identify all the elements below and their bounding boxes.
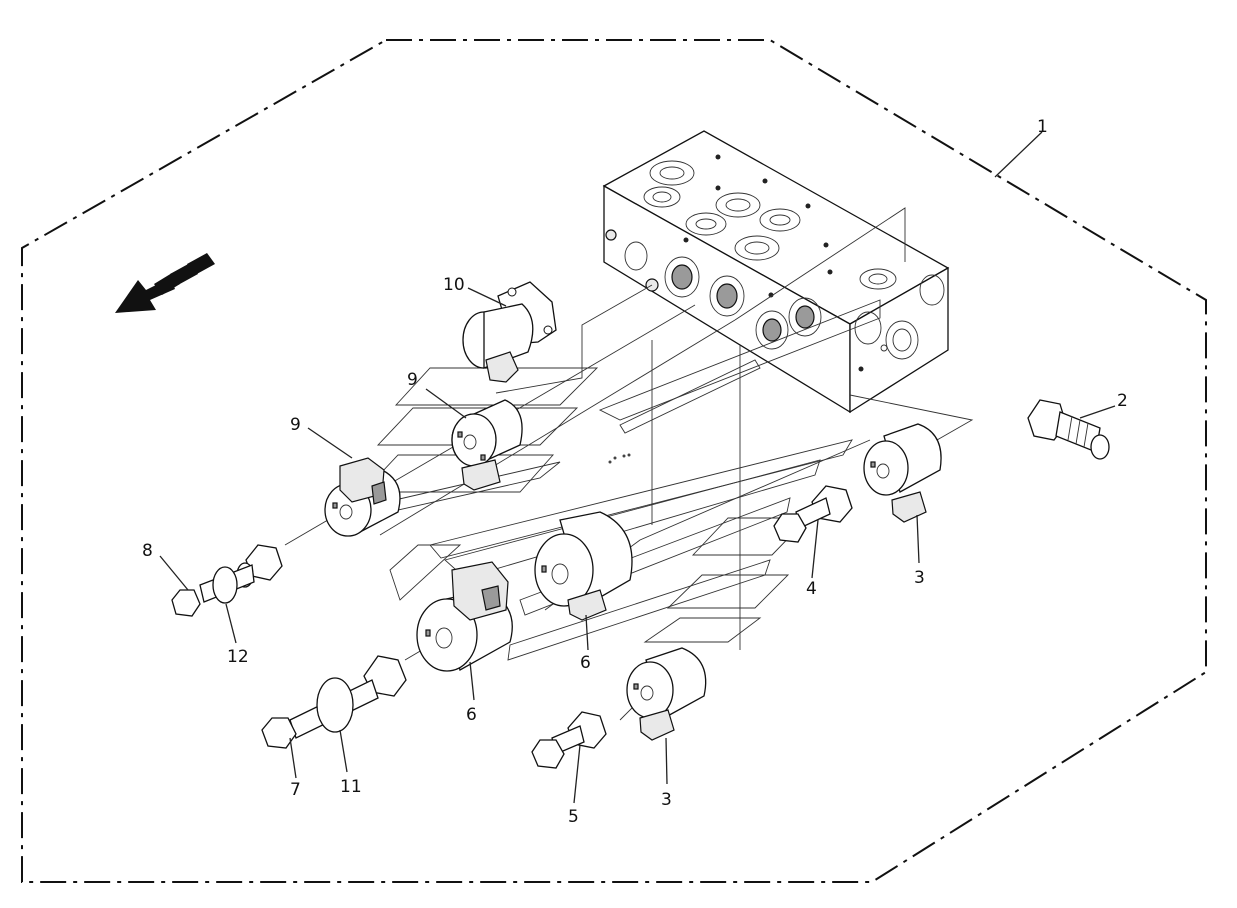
callout-3-right: 3	[914, 568, 925, 588]
callout-5: 5	[568, 807, 579, 827]
solenoid-3-bottom	[626, 647, 707, 741]
solenoid-flanged	[462, 281, 557, 383]
solenoid-6-front	[416, 561, 513, 672]
callout-4: 4	[806, 579, 817, 599]
callout-9-front: 9	[290, 415, 301, 435]
callout-8: 8	[142, 541, 153, 561]
solenoid-coil-front	[324, 457, 401, 537]
callout-3-bottom: 3	[661, 790, 672, 810]
valve-block	[602, 130, 950, 414]
callout-10: 10	[443, 275, 465, 295]
solenoid-3-right	[863, 423, 942, 523]
callout-6-front: 6	[466, 705, 477, 725]
callout-6-rear: 6	[580, 653, 591, 673]
solenoid-coil-rear	[451, 399, 523, 491]
callout-12: 12	[227, 647, 249, 667]
assembly-boundary	[21, 39, 1207, 883]
callout-7: 7	[290, 780, 301, 800]
callout-9-rear: 9	[407, 370, 418, 390]
bolt-7-with-washer-11	[261, 655, 407, 749]
direction-arrow-icon	[115, 253, 215, 313]
fitting-4	[773, 485, 853, 543]
bolt-8-with-washer-12	[171, 544, 283, 617]
callout-1: 1	[1037, 117, 1048, 137]
callout-2: 2	[1117, 391, 1128, 411]
fitting-2	[1027, 399, 1110, 460]
callout-11: 11	[340, 777, 362, 797]
solenoid-6-rear	[534, 511, 633, 621]
bolt-5	[531, 711, 607, 769]
